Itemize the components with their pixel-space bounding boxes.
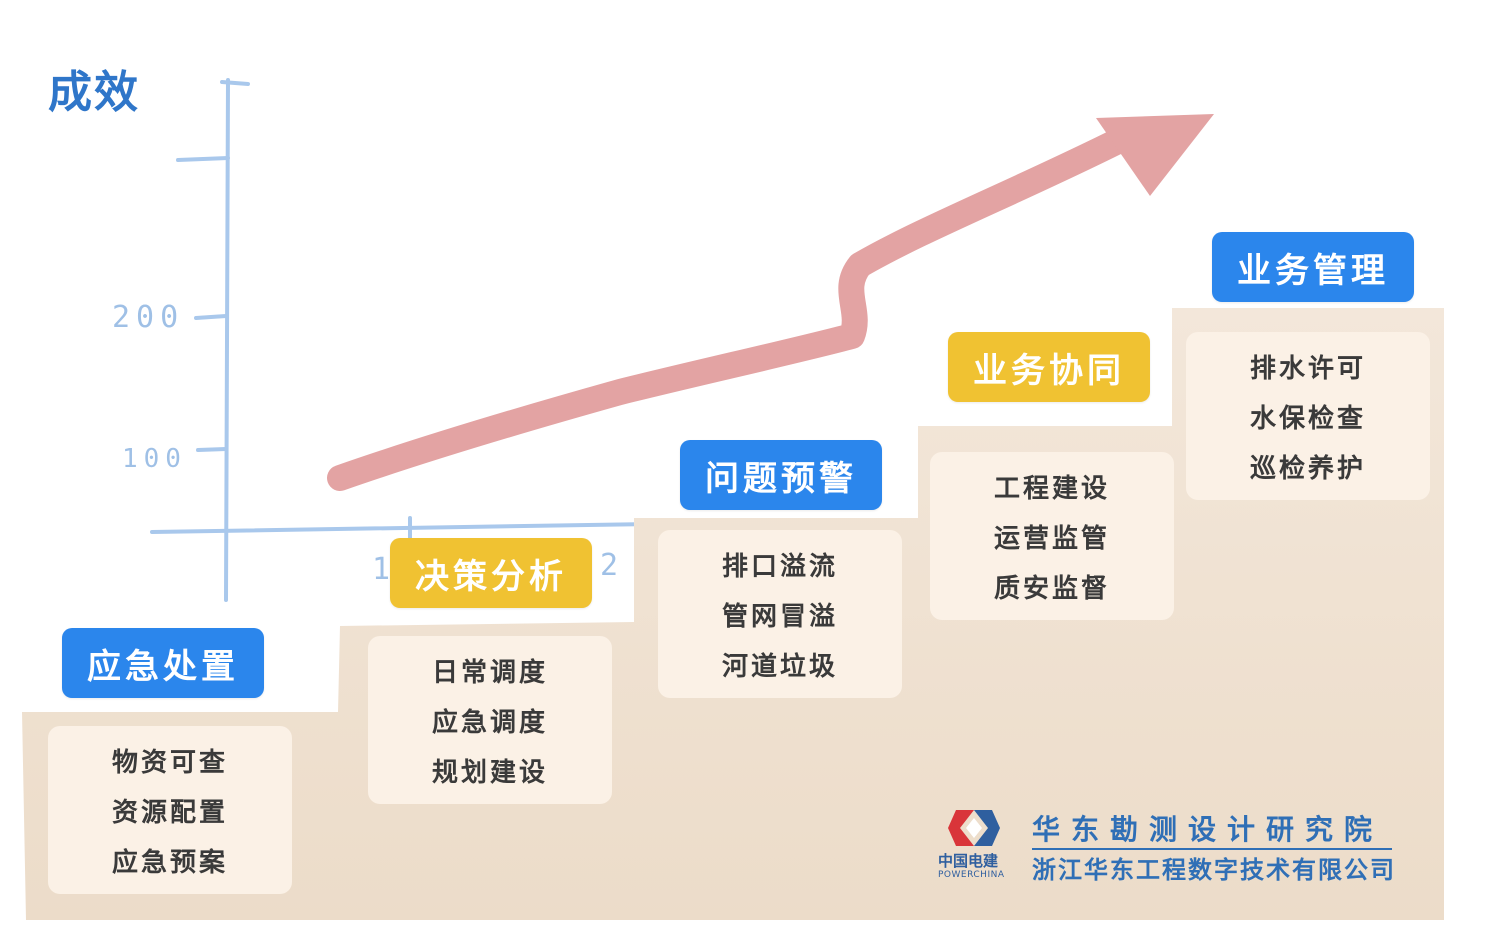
step-item: 巡检养护 xyxy=(1249,453,1366,484)
step-item: 河道垃圾 xyxy=(721,651,838,682)
step-card-management: 排水许可 水保检查 巡检养护 xyxy=(1186,332,1430,500)
step-item: 日常调度 xyxy=(431,657,548,688)
step-tag-warning: 问题预警 xyxy=(680,440,882,510)
step-item: 水保检查 xyxy=(1249,403,1366,434)
step-item: 应急调度 xyxy=(431,707,548,738)
step-card-warning: 排口溢流 管网冒溢 河道垃圾 xyxy=(658,530,902,698)
step-tag-decision: 决策分析 xyxy=(390,538,592,608)
step-item: 排水许可 xyxy=(1249,353,1366,384)
step-card-emergency: 物资可查 资源配置 应急预案 xyxy=(48,726,292,894)
chart-axes xyxy=(150,78,652,602)
step-tag-emergency: 应急处置 xyxy=(62,628,264,698)
brand-name-cn: 中国电建 xyxy=(938,852,999,870)
step-item: 应急预案 xyxy=(111,847,228,878)
org-name-line2: 浙江华东工程数字技术有限公司 xyxy=(1032,856,1396,884)
step-item: 规划建设 xyxy=(431,757,548,788)
y-tick-label: 100 xyxy=(122,444,187,474)
org-divider xyxy=(1032,848,1392,850)
page-title: 成效 xyxy=(48,67,140,118)
powerchina-logo-icon xyxy=(948,810,1000,846)
y-tick-label: 200 xyxy=(112,300,185,335)
step-item: 物资可查 xyxy=(111,747,228,778)
x-tick-label: 2 xyxy=(600,548,625,583)
step-item: 管网冒溢 xyxy=(721,601,838,632)
org-name-line1: 华东勘测设计研究院 xyxy=(1032,813,1384,846)
step-item: 工程建设 xyxy=(993,473,1110,504)
step-tag-collaboration: 业务协同 xyxy=(948,332,1150,402)
step-item: 资源配置 xyxy=(111,797,228,828)
step-tag-management: 业务管理 xyxy=(1212,232,1414,302)
brand-name-en: POWERCHINA xyxy=(938,870,1005,880)
step-card-decision: 日常调度 应急调度 规划建设 xyxy=(368,636,612,804)
step-item: 运营监管 xyxy=(993,523,1110,554)
step-card-collaboration: 工程建设 运营监管 质安监督 xyxy=(930,452,1174,620)
growth-arrow xyxy=(327,114,1214,491)
step-item: 排口溢流 xyxy=(721,551,838,582)
x-tick-label: 1 xyxy=(372,552,397,587)
step-item: 质安监督 xyxy=(993,573,1110,604)
